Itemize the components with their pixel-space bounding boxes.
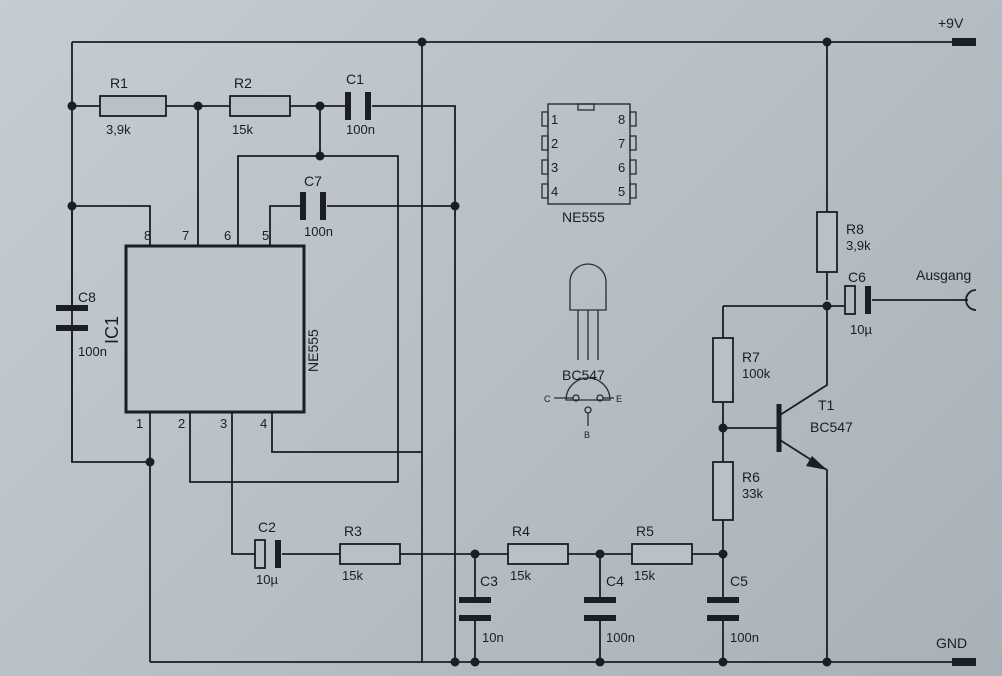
resistor-r8: R8 3,9k <box>816 211 871 273</box>
svg-text:R3: R3 <box>344 523 362 539</box>
resistor-r4: R4 15k <box>507 523 569 583</box>
ic-ref-label: IC1 <box>102 316 122 344</box>
resistor-r1: R1 3,9k <box>99 75 167 137</box>
svg-text:10n: 10n <box>482 630 504 645</box>
capacitor-c4: C4 100n <box>584 573 635 645</box>
capacitor-c1: C1 100n <box>345 71 375 137</box>
ic-pin-6: 6 <box>224 228 231 243</box>
ic-pin-4: 4 <box>260 416 267 431</box>
wires <box>71 41 968 663</box>
capacitor-c8: C8 100n <box>56 289 107 359</box>
svg-text:R1: R1 <box>110 75 128 91</box>
package-pin-b: B <box>584 430 590 440</box>
resistor-r5: R5 15k <box>631 523 693 583</box>
svg-text:15k: 15k <box>232 122 253 137</box>
resistor-r2: R2 15k <box>229 75 291 137</box>
output-label: Ausgang <box>916 267 971 283</box>
svg-text:100n: 100n <box>346 122 375 137</box>
capacitor-c3: C3 10n <box>459 573 504 645</box>
output-jack-icon <box>965 289 977 311</box>
bc547-package <box>554 263 614 426</box>
svg-text:R5: R5 <box>636 523 654 539</box>
transistor-ref: T1 <box>818 397 835 413</box>
capacitor-c6: C6 10µ <box>844 269 872 337</box>
package-pin-c: C <box>544 394 551 404</box>
ground-label: GND <box>936 635 967 651</box>
transistor-part: BC547 <box>810 419 853 435</box>
capacitor-c7: C7 100n <box>300 173 333 239</box>
svg-text:R7: R7 <box>742 349 760 365</box>
svg-text:15k: 15k <box>634 568 655 583</box>
ic-pin-2: 2 <box>178 416 185 431</box>
ne555-pinout: 1 2 3 4 8 7 6 5 NE555 <box>541 103 637 225</box>
ic-pin-5: 5 <box>262 228 269 243</box>
supply-label: +9V <box>938 15 964 31</box>
svg-text:C1: C1 <box>346 71 364 87</box>
svg-text:33k: 33k <box>742 486 763 501</box>
svg-text:100n: 100n <box>304 224 333 239</box>
svg-text:8: 8 <box>618 112 625 127</box>
svg-text:R8: R8 <box>846 221 864 237</box>
svg-text:C2: C2 <box>258 519 276 535</box>
svg-text:15k: 15k <box>510 568 531 583</box>
svg-text:R2: R2 <box>234 75 252 91</box>
svg-text:10µ: 10µ <box>850 322 872 337</box>
svg-text:R6: R6 <box>742 469 760 485</box>
package-part-label: BC547 <box>562 367 605 383</box>
svg-text:15k: 15k <box>342 568 363 583</box>
junctions <box>67 37 832 667</box>
svg-text:3,9k: 3,9k <box>106 122 131 137</box>
ic1-ne555: 8 7 6 5 1 2 3 4 NE555 IC1 <box>102 228 321 431</box>
ic-pin-8: 8 <box>144 228 151 243</box>
ic-pin-7: 7 <box>182 228 189 243</box>
svg-text:C7: C7 <box>304 173 322 189</box>
svg-text:1: 1 <box>551 112 558 127</box>
capacitor-c2: C2 10µ <box>254 519 281 587</box>
resistor-r7: R7 100k <box>712 337 771 403</box>
ic-part-label: NE555 <box>305 329 321 372</box>
svg-text:3: 3 <box>551 160 558 175</box>
supply-terminal <box>952 38 976 46</box>
svg-text:100n: 100n <box>730 630 759 645</box>
svg-text:100n: 100n <box>606 630 635 645</box>
svg-text:R4: R4 <box>512 523 530 539</box>
svg-text:3,9k: 3,9k <box>846 238 871 253</box>
svg-text:10µ: 10µ <box>256 572 278 587</box>
pinout-part-label: NE555 <box>562 209 605 225</box>
capacitor-c5: C5 100n <box>707 573 759 645</box>
ic-pin-1: 1 <box>136 416 143 431</box>
svg-text:C8: C8 <box>78 289 96 305</box>
svg-text:100k: 100k <box>742 366 771 381</box>
svg-text:C5: C5 <box>730 573 748 589</box>
svg-text:100n: 100n <box>78 344 107 359</box>
svg-text:6: 6 <box>618 160 625 175</box>
svg-text:2: 2 <box>551 136 558 151</box>
resistor-r6: R6 33k <box>712 461 763 521</box>
transistor-t1: T1 BC547 <box>776 397 853 470</box>
svg-text:C6: C6 <box>848 269 866 285</box>
ic-pin-3: 3 <box>220 416 227 431</box>
svg-text:C4: C4 <box>606 573 624 589</box>
resistor-r3: R3 15k <box>339 523 401 583</box>
svg-text:4: 4 <box>551 184 558 199</box>
svg-text:C3: C3 <box>480 573 498 589</box>
svg-text:7: 7 <box>618 136 625 151</box>
package-pin-e: E <box>616 394 622 404</box>
ground-terminal <box>952 658 976 666</box>
svg-text:5: 5 <box>618 184 625 199</box>
